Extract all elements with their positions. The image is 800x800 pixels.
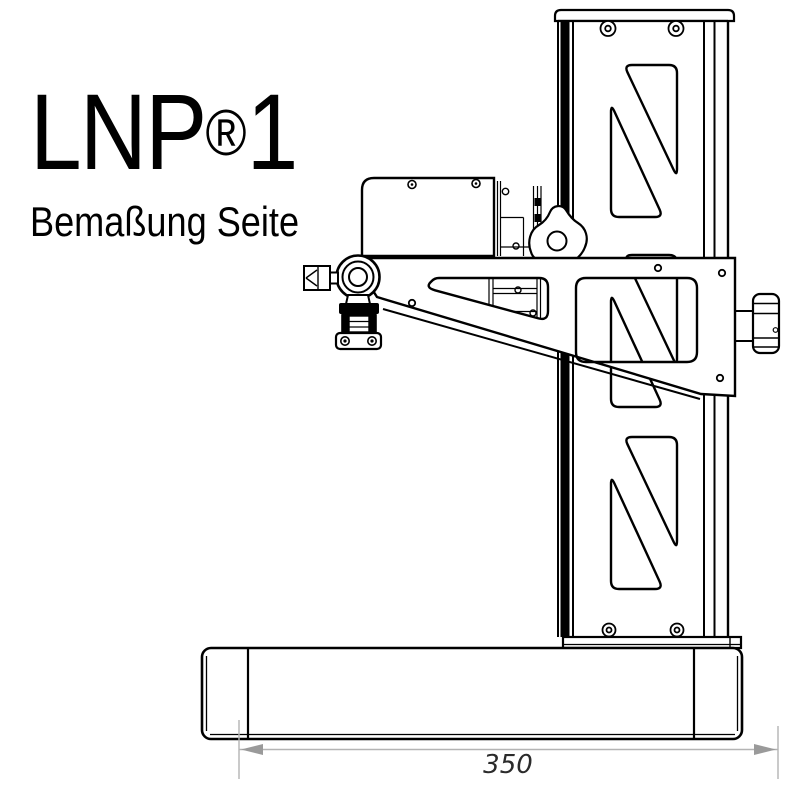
page-subtitle: Bemaßung Seite (30, 198, 300, 245)
column-top-screws (599, 20, 685, 37)
title-suffix: 1 (246, 71, 299, 192)
dimension-350: 350 (238, 720, 779, 780)
eye-ring (303, 254, 381, 300)
drive-housing-screws (407, 178, 481, 190)
title-block: LNP®1 Bemaßung Seite (30, 78, 299, 245)
dimension-arrow-left (241, 744, 263, 755)
registered-trademark-symbol: ® (205, 96, 247, 169)
arm-screws (407, 263, 727, 383)
side-bolt (303, 265, 339, 291)
column-top-cap (553, 8, 736, 23)
drive-housing (360, 176, 496, 258)
dimension-value: 350 (483, 750, 533, 780)
dimension-arrow-right (754, 744, 776, 755)
title-prefix: LNP (30, 71, 207, 192)
swivel-clamp (334, 294, 383, 351)
knob-boss (734, 310, 754, 342)
height-knob (734, 292, 781, 355)
arm-rear-plate-edge (382, 308, 701, 400)
clamp-plate-screws (339, 335, 377, 346)
column-foot-flange (561, 635, 743, 650)
drive-unit (360, 176, 542, 258)
page-title: LNP®1 (30, 78, 299, 187)
base-plate (200, 646, 744, 741)
